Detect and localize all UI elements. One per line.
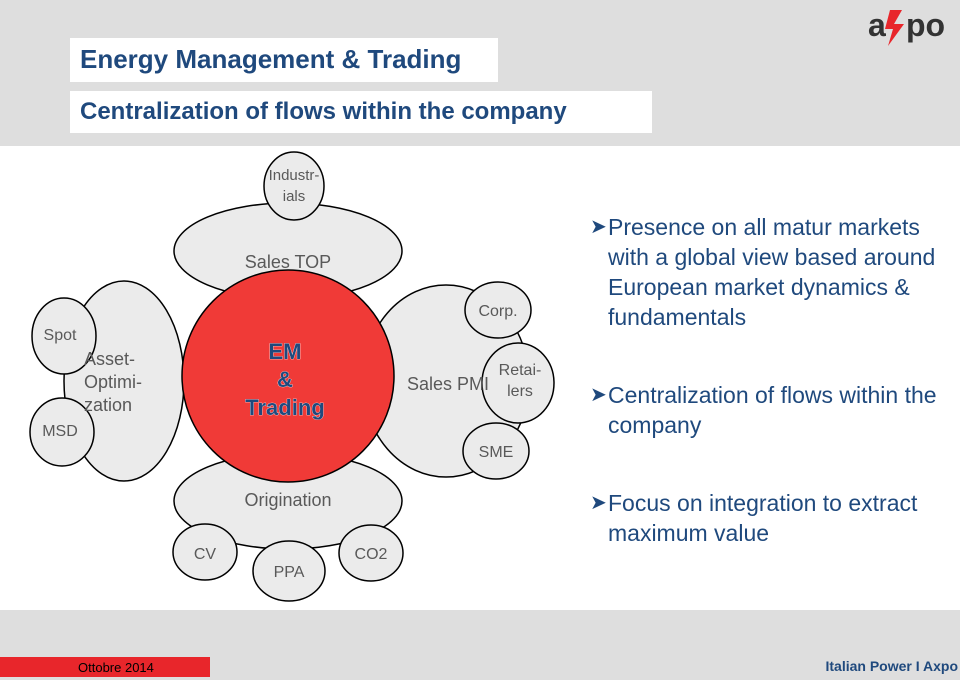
ppa-label: PPA [274, 564, 305, 581]
bullet-text: Centralization of flows within the compa… [608, 382, 937, 438]
arrow-bullet-icon: ➤ [590, 384, 607, 406]
footer-date-bar [0, 657, 210, 677]
origination-label: Origination [244, 490, 331, 510]
industrials-label-2: ials [283, 188, 306, 205]
svg-text:a: a [868, 7, 886, 43]
corp-label: Corp. [478, 303, 517, 320]
asset-opt-label-3: zation [84, 395, 132, 415]
axpo-logo: a po [868, 7, 945, 46]
footer-brand: Italian Power I Axpo [825, 658, 958, 674]
sme-ellipse [462, 422, 530, 480]
co2-label: CO2 [355, 546, 388, 563]
arrow-bullet-icon: ➤ [590, 216, 607, 238]
asset-opt-label-1: Asset- [84, 349, 135, 369]
ppa-ellipse [252, 540, 326, 602]
msd-label: MSD [42, 423, 78, 440]
sme-label: SME [479, 444, 514, 461]
retailers-label-1: Retai- [499, 362, 542, 379]
sales-pmi-label: Sales PMI [407, 374, 489, 394]
center-label-3: Trading [245, 395, 324, 420]
title-box [70, 38, 498, 82]
center-label-1: EM [269, 339, 302, 364]
em-trading-circle [181, 269, 395, 483]
spot-label: Spot [44, 327, 77, 344]
asset-opt-label-2: Optimi- [84, 372, 142, 392]
bullet-list: ➤ Presence on all matur markets with a g… [590, 212, 960, 596]
center-label-2: & [277, 367, 293, 392]
arrow-bullet-icon: ➤ [590, 492, 607, 514]
industrials-label-1: Industr- [269, 167, 320, 184]
footer-date: Ottobre 2014 [78, 660, 154, 675]
lightning-icon [885, 10, 904, 46]
cv-label: CV [194, 546, 217, 563]
spot-ellipse [31, 297, 97, 375]
co2-ellipse [338, 524, 404, 582]
page-title: Energy Management & Trading [80, 44, 462, 74]
msd-ellipse [29, 397, 95, 467]
bullet-item: ➤ Presence on all matur markets with a g… [590, 212, 960, 332]
em-trading-diagram: Sales TOP Industr- ials Asset- Optimi- z… [29, 151, 555, 602]
retailers-ellipse [481, 342, 555, 424]
bullet-item: ➤ Centralization of flows within the com… [590, 380, 960, 440]
bullet-item: ➤ Focus on integration to extract maximu… [590, 488, 960, 548]
bullet-text: Presence on all matur markets with a glo… [608, 214, 936, 330]
sales-top-label: Sales TOP [245, 252, 331, 272]
cv-ellipse [172, 523, 238, 581]
industrials-ellipse [263, 151, 325, 221]
svg-text:po: po [906, 7, 945, 43]
corp-ellipse [464, 281, 532, 339]
retailers-label-2: lers [507, 383, 533, 400]
page-subtitle: Centralization of flows within the compa… [80, 98, 567, 125]
bullet-text: Focus on integration to extract maximum … [608, 490, 918, 546]
subtitle-box [70, 91, 652, 133]
